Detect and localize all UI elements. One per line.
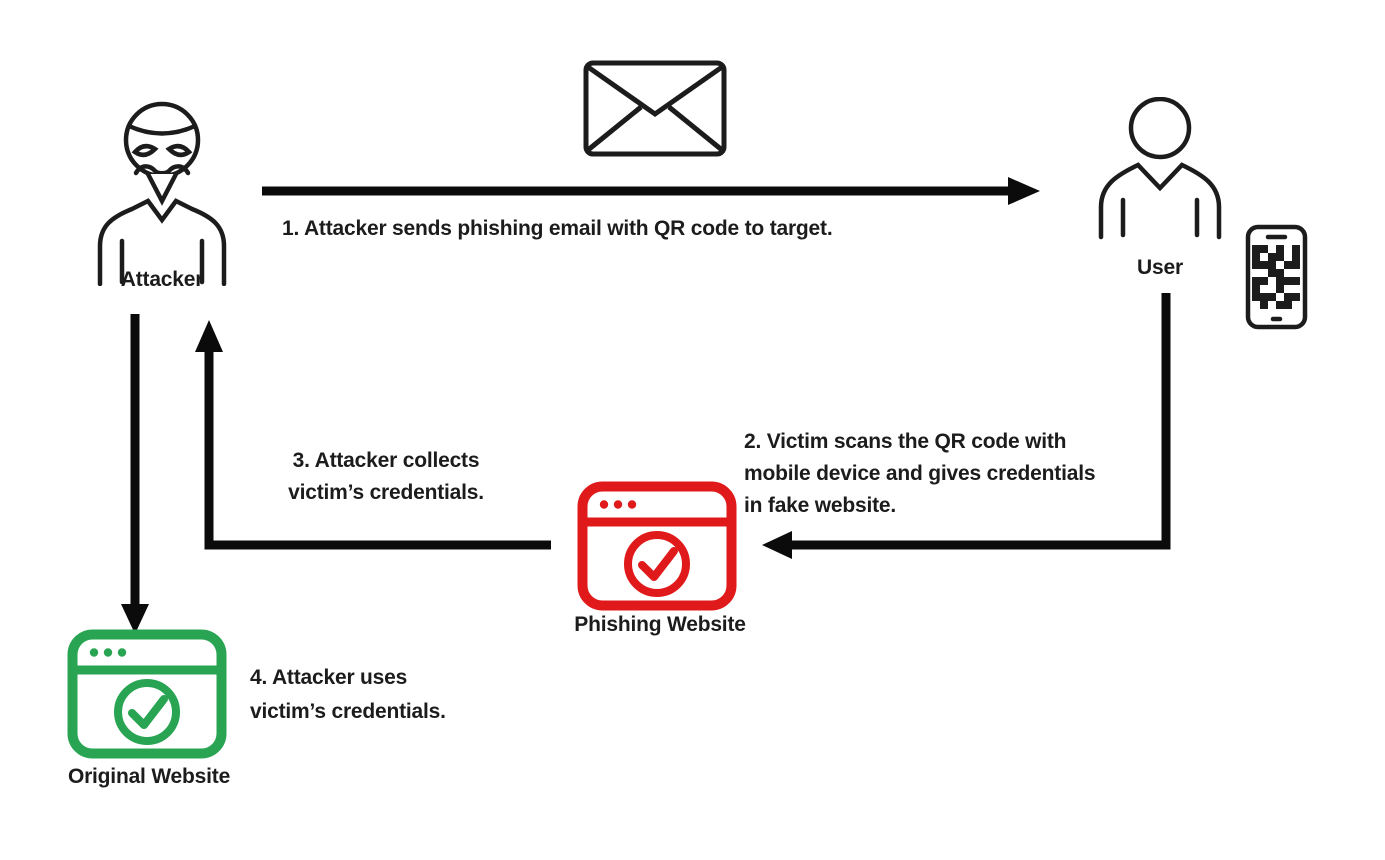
check-circle bbox=[114, 679, 180, 745]
browser-dots bbox=[599, 500, 637, 509]
step3-text: 3. Attacker collects victim’s credential… bbox=[288, 449, 484, 504]
step2-text: 2. Victim scans the QR code with mobile … bbox=[744, 430, 1096, 517]
original-website-icon bbox=[67, 629, 227, 759]
check-circle bbox=[624, 531, 690, 597]
person-icon bbox=[1098, 97, 1222, 240]
browser-dots bbox=[89, 648, 127, 657]
user-torso bbox=[1098, 162, 1222, 240]
attacker-label: Attacker bbox=[120, 268, 204, 291]
step1-text: 1. Attacker sends phishing email with QR… bbox=[282, 217, 833, 240]
step4-text: 4. Attacker uses victim’s credentials. bbox=[250, 666, 446, 723]
user-head bbox=[1128, 97, 1192, 160]
arrow-attacker-to-original-website bbox=[121, 314, 149, 634]
arrow-phishing-website-to-attacker bbox=[195, 320, 551, 550]
phishing-website-icon bbox=[577, 481, 737, 611]
envelope-body bbox=[583, 60, 727, 157]
attacker-mask-left-eye bbox=[131, 143, 159, 158]
attacker-mask-right-eye bbox=[165, 143, 193, 158]
attacker-mustache bbox=[133, 164, 191, 176]
attacker-hat-band bbox=[126, 123, 198, 136]
check-mark bbox=[638, 547, 678, 581]
browser-window bbox=[577, 481, 737, 611]
attacker-goatee bbox=[145, 171, 179, 206]
check-mark bbox=[128, 695, 168, 729]
phone-body bbox=[1245, 224, 1308, 330]
envelope-flap bbox=[586, 64, 724, 118]
original-website-label: Original Website bbox=[67, 765, 231, 788]
browser-window bbox=[67, 629, 227, 759]
envelope-fold-left bbox=[586, 105, 643, 152]
masked-attacker-icon bbox=[97, 101, 227, 286]
attacker-torso bbox=[97, 198, 227, 286]
envelope-icon bbox=[583, 60, 727, 157]
smartphone-qr-code-icon bbox=[1245, 224, 1308, 330]
arrow-attacker-to-user bbox=[262, 177, 1040, 205]
arrow-user-to-phishing-website bbox=[762, 293, 1171, 559]
attacker-head bbox=[123, 101, 201, 179]
qr-code-pattern bbox=[1252, 245, 1300, 309]
envelope-fold-right bbox=[667, 105, 724, 152]
user-label: User bbox=[1137, 256, 1183, 279]
phishing-website-label: Phishing Website bbox=[574, 613, 746, 636]
